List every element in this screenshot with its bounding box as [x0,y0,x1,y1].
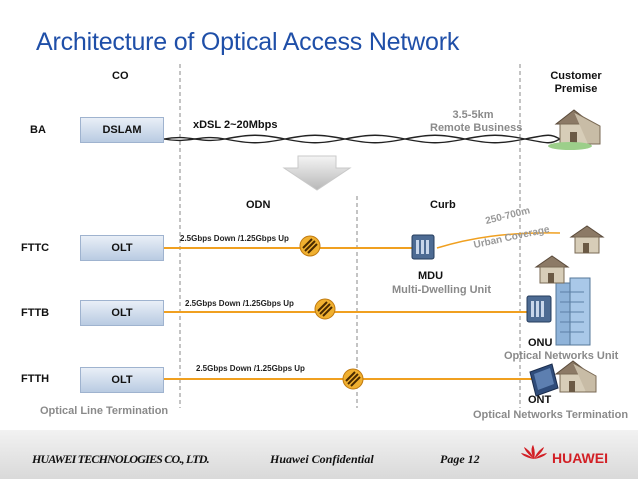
olt-box-ftth: OLT [80,367,164,393]
fttb-rate-label: 2.5Gbps Down /1.25Gbps Up [185,299,294,308]
footer-bar: HUAWEI TECHNOLOGIES CO., LTD. Huawei Con… [0,430,638,479]
mdu-full-label: Multi-Dwelling Unit [392,284,491,296]
house-icon [569,225,605,254]
dslam-box: DSLAM [80,117,164,143]
onu-full-label: Optical Networks Unit [504,350,619,362]
house-icon [548,109,601,150]
xdsl-copper-line [163,134,561,144]
odn-label: ODN [246,199,271,211]
huawei-brand: HUAWEI [552,450,608,466]
row-label-fttb: FTTB [21,307,50,319]
ont-label: ONT [528,394,552,406]
footer-confidential: Huawei Confidential [270,452,374,466]
evolution-arrow-icon [282,155,352,191]
remote-business-distance: 3.5-5km [452,109,494,121]
row-label-ba: BA [30,124,46,136]
mdu-device-icon [411,234,435,260]
row-label-fttc: FTTC [21,242,50,254]
olt-box-fttc: OLT [80,235,164,261]
footer-page: Page 12 [440,452,480,466]
ftth-rate-label: 2.5Gbps Down /1.25Gbps Up [196,364,305,373]
fttc-rate-label: 2.5Gbps Down /1.25Gbps Up [180,234,289,243]
olt-full-label: Optical Line Termination [40,405,169,417]
row-label-ftth: FTTH [21,373,50,385]
curb-label: Curb [430,199,456,211]
fttc-fiber-to-home [436,232,561,249]
splitter-icon [299,235,321,257]
xdsl-label: xDSL 2~20Mbps [193,119,278,131]
ont-full-label: Optical Networks Termination [473,409,629,421]
splitter-icon [314,298,336,320]
customer-premise-line1: Customer [550,70,602,82]
olt-box-fttb: OLT [80,300,164,326]
house-icon [554,360,597,393]
splitter-icon [342,368,364,390]
footer-company: HUAWEI TECHNOLOGIES CO., LTD. [32,452,210,466]
house-icon [534,255,570,284]
remote-business-label: 3.5-5km Remote Business [430,109,523,134]
remote-business-text: Remote Business [430,122,523,134]
huawei-logo-icon [521,445,547,459]
co-label: CO [112,70,129,82]
onu-device-icon [526,295,552,323]
ont-device-icon [529,363,559,397]
onu-label: ONU [528,337,553,349]
customer-premise-label: Customer Premise [545,70,607,95]
office-building-icon [555,277,591,346]
customer-premise-line2: Premise [554,83,598,95]
mdu-label: MDU [418,270,444,282]
slide-title: Architecture of Optical Access Network [36,28,460,56]
